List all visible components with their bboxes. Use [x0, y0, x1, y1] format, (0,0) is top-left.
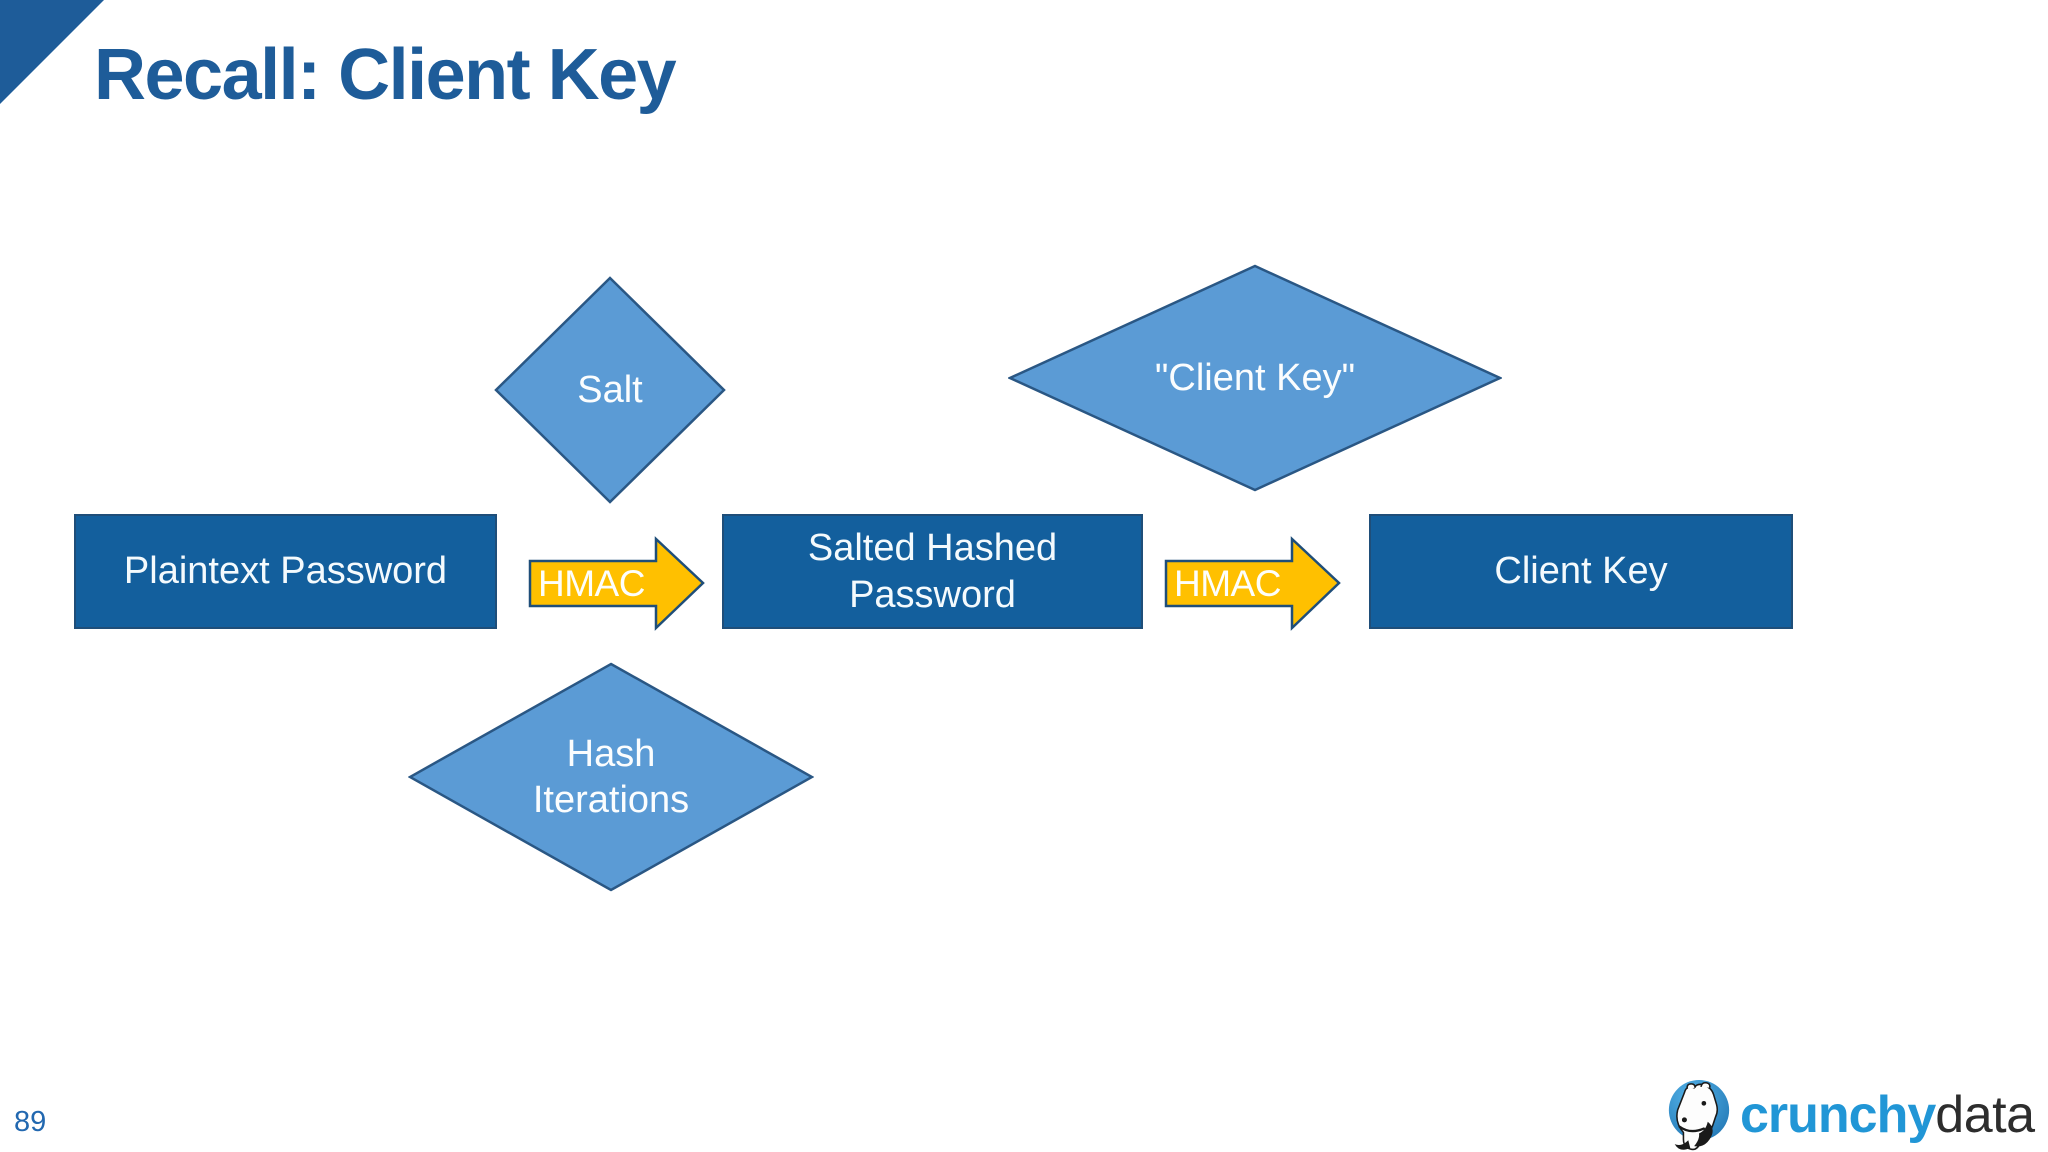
salted-hashed-password-label: Salted Hashed Password	[807, 527, 1058, 616]
crunchy-data-logo-icon	[1668, 1080, 1730, 1151]
crunchy-data-logo: crunchy data	[1664, 1078, 2035, 1152]
logo-text-data: data	[1935, 1086, 2035, 1144]
client-key-box: Client Key	[1369, 514, 1793, 629]
client-key-label: Client Key	[1494, 550, 1668, 593]
hash-iterations-diamond-label: Hash Iterations	[532, 732, 690, 821]
hash-iterations-diamond: Hash Iterations	[408, 662, 814, 892]
salted-hashed-password-box: Salted Hashed Password	[722, 514, 1143, 629]
logo-wordmark: crunchy data	[1740, 1085, 2035, 1145]
client-key-name-diamond-label: "Client Key"	[1154, 356, 1356, 399]
hmac-arrow-1-label: HMAC	[538, 562, 645, 604]
logo-text-crunchy: crunchy	[1740, 1086, 1936, 1144]
plaintext-password-label: Plaintext Password	[123, 550, 448, 593]
corner-accent-triangle	[0, 0, 104, 104]
page-number: 89	[14, 1106, 47, 1138]
right-arrow-shape	[528, 536, 705, 631]
hmac-arrow-2-label: HMAC	[1174, 562, 1281, 604]
diamond-shape	[408, 662, 814, 892]
hmac-arrow-1: HMAC	[528, 535, 706, 632]
right-arrow-shape	[1164, 536, 1341, 631]
diamond-shape	[494, 276, 726, 504]
diamond-shape	[1008, 264, 1502, 492]
hmac-arrow-2: HMAC	[1164, 535, 1342, 632]
page-title: Recall: Client Key	[94, 35, 677, 115]
salt-diamond: Salt	[494, 276, 726, 504]
salt-diamond-label: Salt	[577, 368, 643, 411]
client-key-name-diamond: "Client Key"	[1008, 264, 1502, 492]
plaintext-password-box: Plaintext Password	[74, 514, 497, 629]
